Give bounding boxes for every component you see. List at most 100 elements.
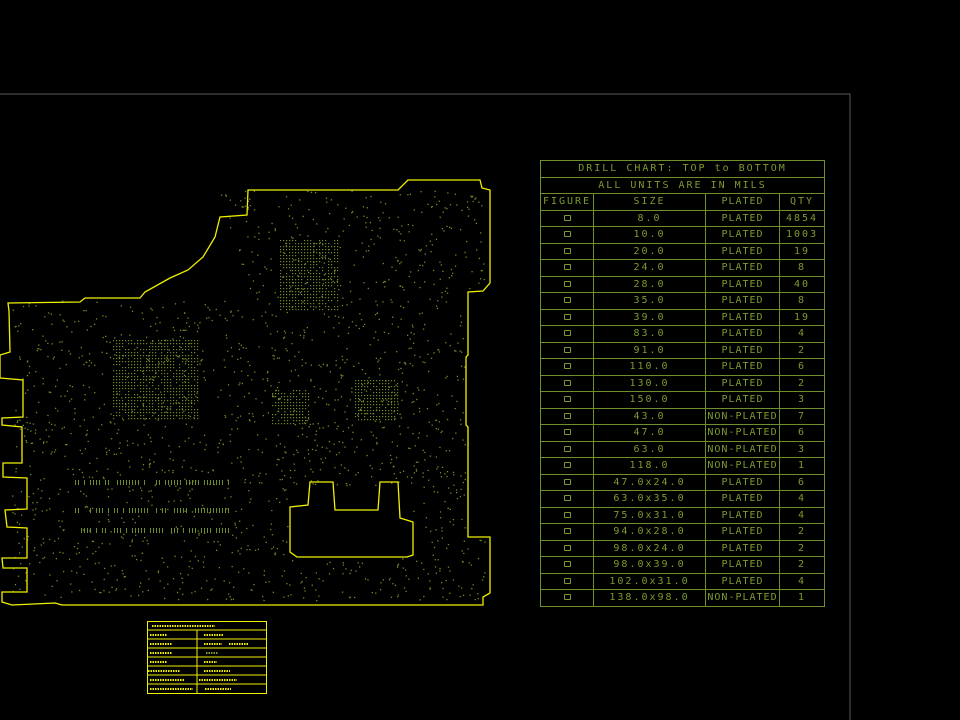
drill-hit — [78, 552, 80, 554]
drill-hit — [204, 528, 205, 533]
drill-hit — [284, 332, 287, 334]
drill-hit — [321, 256, 323, 259]
drill-hit — [219, 314, 221, 316]
drill-hit — [286, 285, 288, 287]
drill-hit — [307, 249, 309, 251]
drill-hit — [313, 386, 315, 388]
drill-hit — [261, 402, 263, 404]
drill-hit — [351, 387, 353, 389]
drill-hit — [245, 347, 247, 349]
drill-hit — [310, 243, 312, 245]
drill-hit — [391, 404, 393, 406]
drill-hit — [400, 305, 402, 307]
drill-hit — [72, 468, 74, 470]
drill-hit — [286, 240, 288, 242]
drill-hit — [276, 547, 279, 550]
drill-hit — [397, 413, 399, 415]
drill-hit — [249, 482, 251, 484]
drill-hit — [460, 475, 462, 477]
drill-hit — [400, 417, 402, 419]
drill-hit — [181, 408, 183, 410]
drill-hit — [401, 225, 403, 227]
drill-hit — [371, 229, 373, 232]
drill-hit — [356, 446, 358, 448]
drill-hit — [64, 455, 66, 457]
drill-hit — [413, 400, 415, 403]
drill-hit — [433, 491, 435, 493]
drill-hit — [108, 508, 109, 513]
drill-hit — [337, 399, 339, 401]
drill-hit — [182, 400, 184, 402]
drill-hit — [198, 534, 200, 536]
drill-hit — [188, 382, 190, 384]
drill-hit — [289, 258, 291, 260]
drill-hit — [370, 383, 372, 385]
drill-hit — [461, 518, 463, 521]
drill-hit — [385, 389, 387, 391]
drill-hit — [385, 419, 387, 421]
drill-hit — [331, 291, 333, 293]
drill-hit — [86, 433, 88, 435]
drill-hit — [301, 276, 303, 278]
drill-hit — [278, 405, 280, 407]
drill-hit — [137, 412, 139, 414]
drill-hit — [207, 471, 209, 474]
drill-hit — [361, 401, 363, 403]
drill-hit — [84, 448, 86, 450]
drill-hit — [173, 418, 175, 420]
drill-hit — [398, 425, 401, 427]
drill-hit — [149, 376, 151, 378]
drill-hit — [422, 476, 424, 478]
drill-hit — [177, 489, 179, 491]
drill-hit — [61, 520, 63, 522]
drill-hit — [237, 550, 239, 552]
drill-hit — [325, 197, 328, 199]
drill-hit — [288, 215, 291, 217]
drill-hit — [475, 222, 477, 224]
drill-hit — [105, 451, 108, 453]
drill-hit — [187, 317, 189, 319]
drill-hit — [150, 440, 152, 443]
drill-hit — [140, 487, 142, 489]
drill-hit — [301, 309, 303, 311]
drill-hit — [39, 438, 41, 440]
drill-hit — [21, 514, 23, 516]
drill-hit — [280, 251, 282, 253]
drill-hit — [313, 297, 315, 299]
drill-hit — [337, 300, 339, 302]
drill-hit — [302, 405, 304, 407]
drill-hit — [446, 292, 449, 294]
drill-hit — [128, 361, 130, 363]
drill-hit — [317, 396, 320, 398]
drill-hit — [358, 398, 360, 400]
drill-hit — [322, 270, 324, 272]
drill-hit — [17, 330, 19, 332]
drill-hit — [167, 379, 169, 381]
drill-hit — [264, 266, 266, 268]
drill-hit — [373, 395, 375, 397]
drill-hit — [298, 243, 300, 245]
drill-hit — [103, 477, 105, 480]
drill-hit — [79, 425, 81, 427]
drill-hit — [379, 219, 381, 222]
drill-hit — [307, 240, 309, 242]
drill-hit — [337, 243, 339, 245]
drill-hit — [119, 442, 121, 444]
drill-hit — [301, 252, 303, 254]
drill-hit — [393, 465, 395, 467]
drill-hit — [289, 264, 291, 266]
drill-hit — [268, 303, 271, 305]
drill-hit — [14, 513, 16, 515]
drill-hit — [280, 246, 282, 248]
drill-hit — [325, 231, 327, 233]
drill-hit — [270, 333, 272, 335]
drill-hit — [113, 346, 115, 348]
drill-hit — [253, 209, 256, 211]
drill-hit — [340, 464, 342, 466]
drill-hit — [278, 411, 280, 413]
drill-hit — [467, 215, 470, 217]
drill-hit — [477, 557, 480, 560]
drill-hit — [94, 563, 97, 565]
drill-hit — [438, 200, 440, 202]
drill-hit — [114, 564, 116, 567]
